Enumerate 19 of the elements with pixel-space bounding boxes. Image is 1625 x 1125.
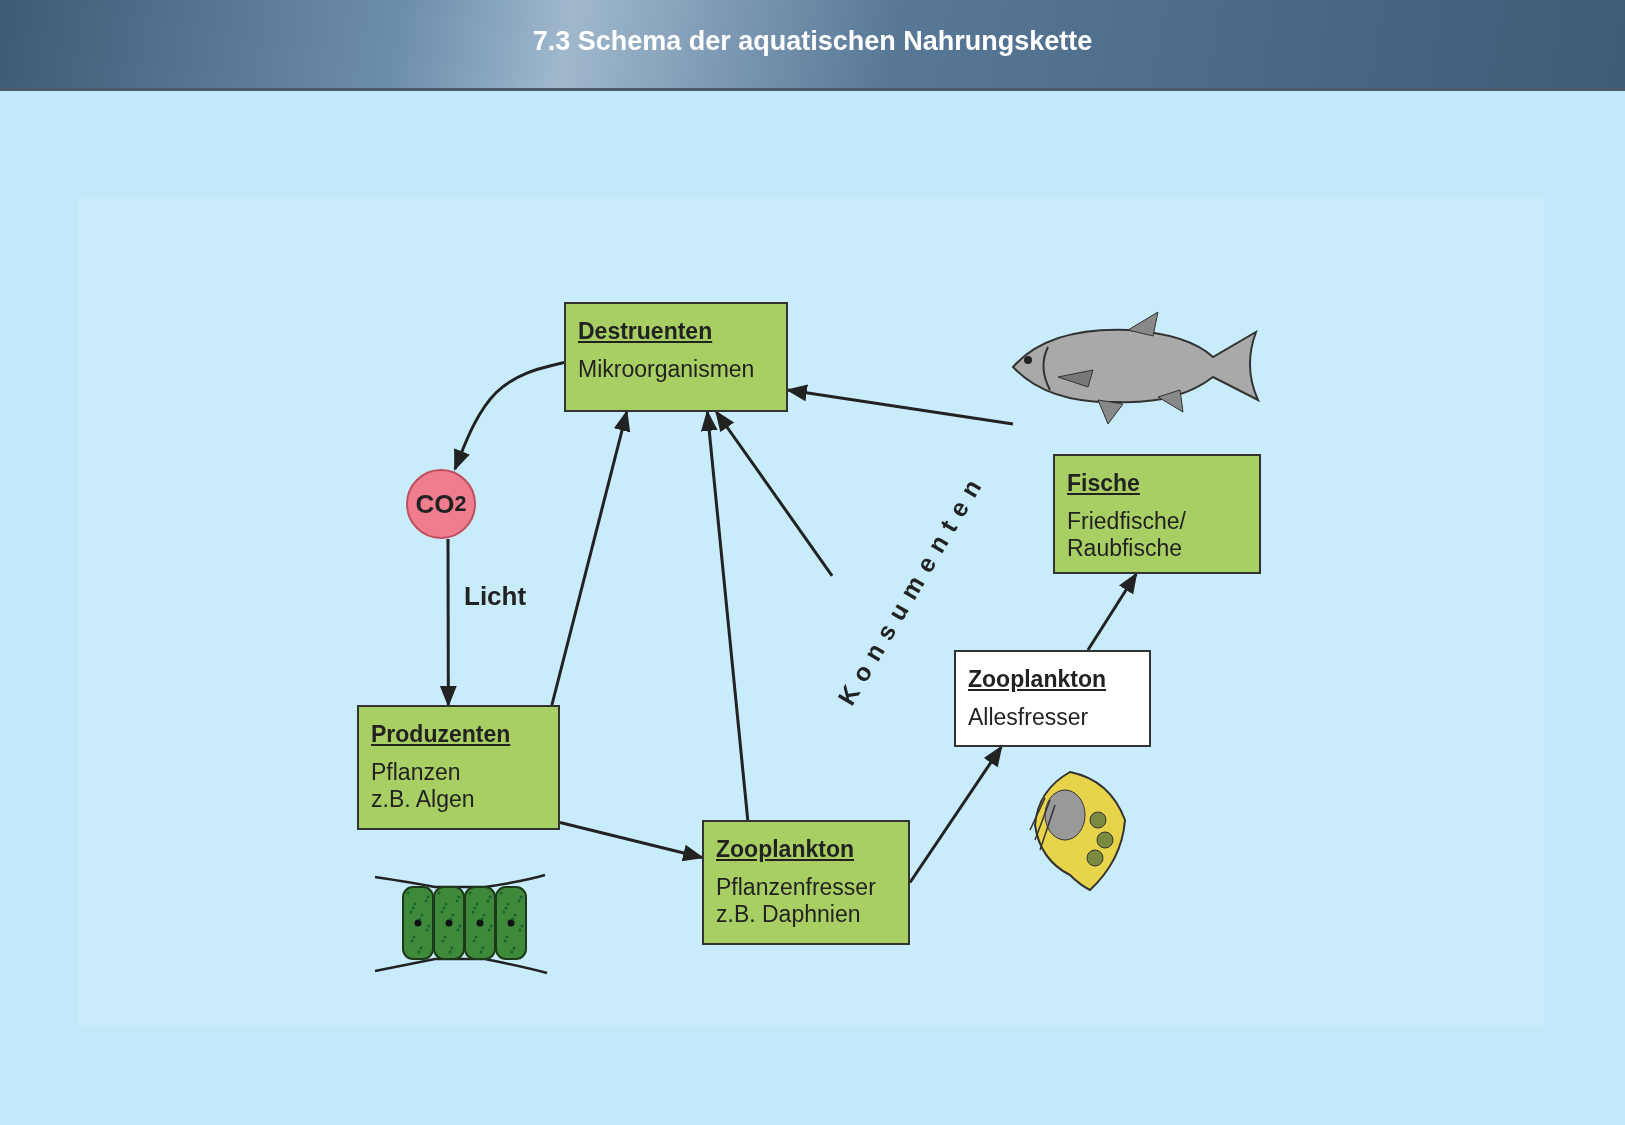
arrow	[453, 361, 565, 471]
trophic-box	[1053, 454, 1261, 574]
trophic-box	[564, 302, 788, 412]
box-text: Pflanzen z.B. Algen	[371, 758, 476, 814]
box-heading: Zooplankton	[716, 836, 854, 864]
fish-drawing	[1012, 311, 1259, 425]
arrow	[715, 410, 834, 577]
trophic-box	[702, 820, 910, 945]
arrow	[1086, 572, 1138, 651]
box-text: Mikroorganismen	[578, 355, 756, 384]
title: 7.3 Schema der aquatischen Nahrungskette	[531, 26, 1094, 57]
trophic-box	[357, 705, 560, 830]
box-text: Friedfische/ Raubfische	[1067, 507, 1187, 563]
arrow	[439, 539, 457, 708]
box-heading: Destruenten	[578, 318, 713, 346]
box-text: Pflanzenfresser z.B. Daphnien	[716, 873, 877, 929]
box-text: Allesfresser	[968, 703, 1090, 732]
box-heading: Produzenten	[371, 721, 511, 749]
box-heading: Fische	[1067, 470, 1140, 498]
